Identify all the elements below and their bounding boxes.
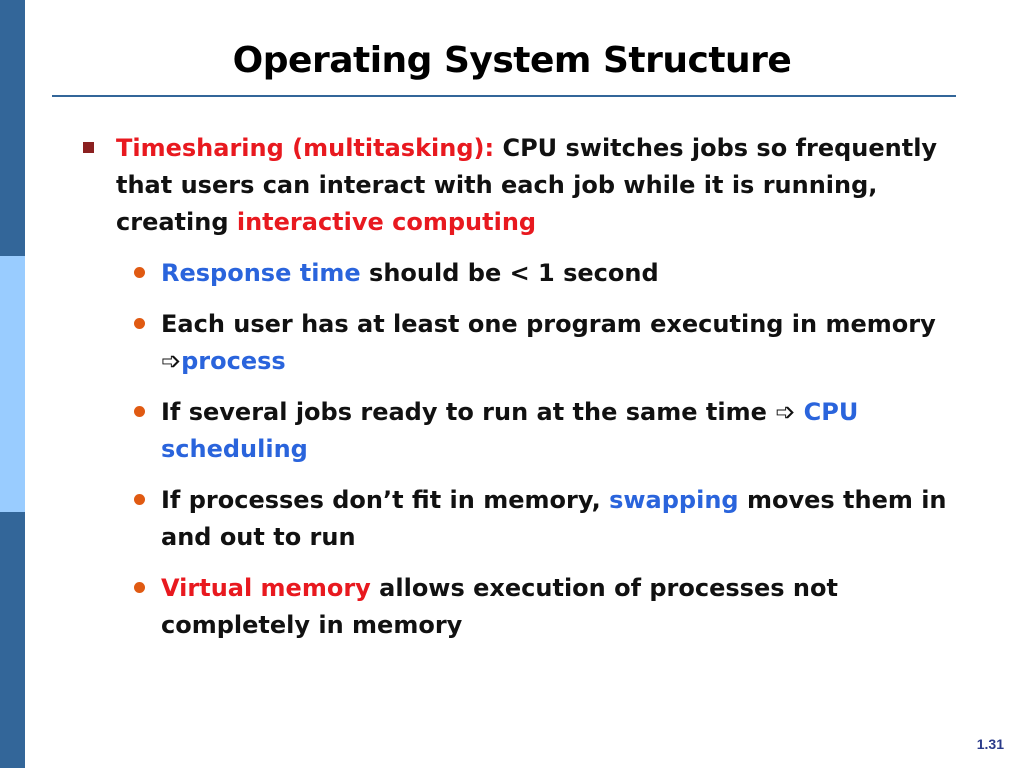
sub-text: If several jobs ready to run at the same… xyxy=(161,398,776,426)
sub-bullet-response-time: Response time should be < 1 second xyxy=(124,255,980,292)
side-strip-middle xyxy=(0,256,25,512)
round-bullet-icon xyxy=(134,267,145,278)
arrow-right-icon: ➩ xyxy=(775,398,796,426)
main-term: Timesharing (multitasking): xyxy=(116,134,495,162)
sub-bullet-swapping: If processes don’t fit in memory, swappi… xyxy=(124,482,980,556)
sub-highlight: process xyxy=(181,347,286,375)
main-highlight: interactive computing xyxy=(236,208,537,236)
sub-text: should be < 1 second xyxy=(360,259,659,287)
arrow-right-icon: ➩ xyxy=(161,347,182,375)
sub-highlight: Response time xyxy=(161,259,361,287)
slide-content: Timesharing (multitasking): CPU switches… xyxy=(80,130,980,658)
round-bullet-icon xyxy=(134,494,145,505)
sub-highlight: CPU scheduling xyxy=(161,398,859,463)
square-bullet-icon xyxy=(83,142,94,153)
side-strip-top xyxy=(0,0,25,256)
round-bullet-icon xyxy=(134,406,145,417)
sub-highlight: swapping xyxy=(609,486,739,514)
side-strip-bottom xyxy=(0,512,25,768)
title-divider xyxy=(52,95,956,97)
page-number: 1.31 xyxy=(976,736,1004,752)
sub-text-before: If processes don’t fit in memory, xyxy=(161,486,610,514)
sub-bullet-virtual-memory: Virtual memory allows execution of proce… xyxy=(124,570,980,644)
sub-highlight: Virtual memory xyxy=(161,574,371,602)
sub-bullet-process: Each user has at least one program execu… xyxy=(124,306,980,380)
sub-bullet-cpu-scheduling: If several jobs ready to run at the same… xyxy=(124,394,980,468)
sub-bullet-list: Response time should be < 1 second Each … xyxy=(80,255,980,644)
sub-text: Each user has at least one program execu… xyxy=(161,310,936,338)
slide-title: Operating System Structure xyxy=(232,40,792,81)
sub-text-after: moves them in and out to run xyxy=(161,486,947,551)
round-bullet-icon xyxy=(134,318,145,329)
main-text: CPU switches jobs so frequently that use… xyxy=(116,134,938,236)
sub-text: allows execution of processes not comple… xyxy=(161,574,838,639)
main-bullet: Timesharing (multitasking): CPU switches… xyxy=(80,130,980,241)
round-bullet-icon xyxy=(134,582,145,593)
